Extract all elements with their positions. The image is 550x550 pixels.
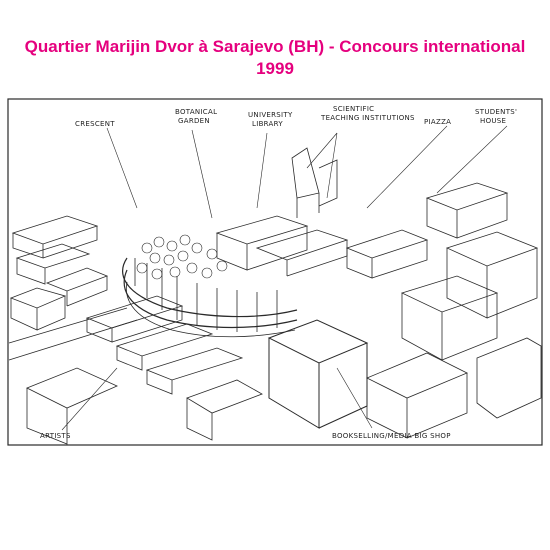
left-buildings	[9, 215, 109, 331]
page-title: Quartier Marijin Dvor à Sarajevo (BH) - …	[0, 36, 550, 80]
botanical-garden-trees	[136, 234, 228, 280]
library-blocks	[215, 215, 349, 277]
road-left	[8, 307, 128, 344]
label-scientific-line2: TEACHING INSTITUTIONS	[321, 114, 415, 122]
scientific-tower	[291, 147, 338, 218]
label-artists: ARTISTS	[40, 432, 71, 440]
title-line-2: 1999	[256, 59, 294, 78]
label-crescent: CRESCENT	[75, 120, 115, 128]
label-library-line1: UNIVERSITY	[248, 111, 293, 119]
label-library-line2: LIBRARY	[252, 120, 283, 128]
label-students-line1: STUDENTS'	[475, 108, 518, 116]
piazza-blocks	[345, 229, 429, 279]
label-piazza: PIAZZA	[424, 118, 452, 126]
urban-plan-sketch	[7, 98, 543, 446]
artists-blocks	[26, 295, 263, 445]
label-students-line2: HOUSE	[480, 117, 507, 125]
label-bookselling: BOOKSELLING/MEDIA BIG SHOP	[332, 432, 451, 440]
right-buildings	[366, 182, 542, 439]
leader-lines	[61, 125, 508, 431]
title-line-1: Quartier Marijin Dvor à Sarajevo (BH) - …	[24, 37, 526, 56]
crescent-building	[122, 257, 298, 338]
label-botanical-line2: GARDEN	[178, 117, 210, 125]
label-scientific-line1: SCIENTIFIC	[333, 105, 375, 113]
bookselling-building	[267, 319, 369, 429]
sketch-frame	[7, 98, 543, 446]
label-botanical-line1: BOTANICAL	[175, 108, 218, 116]
